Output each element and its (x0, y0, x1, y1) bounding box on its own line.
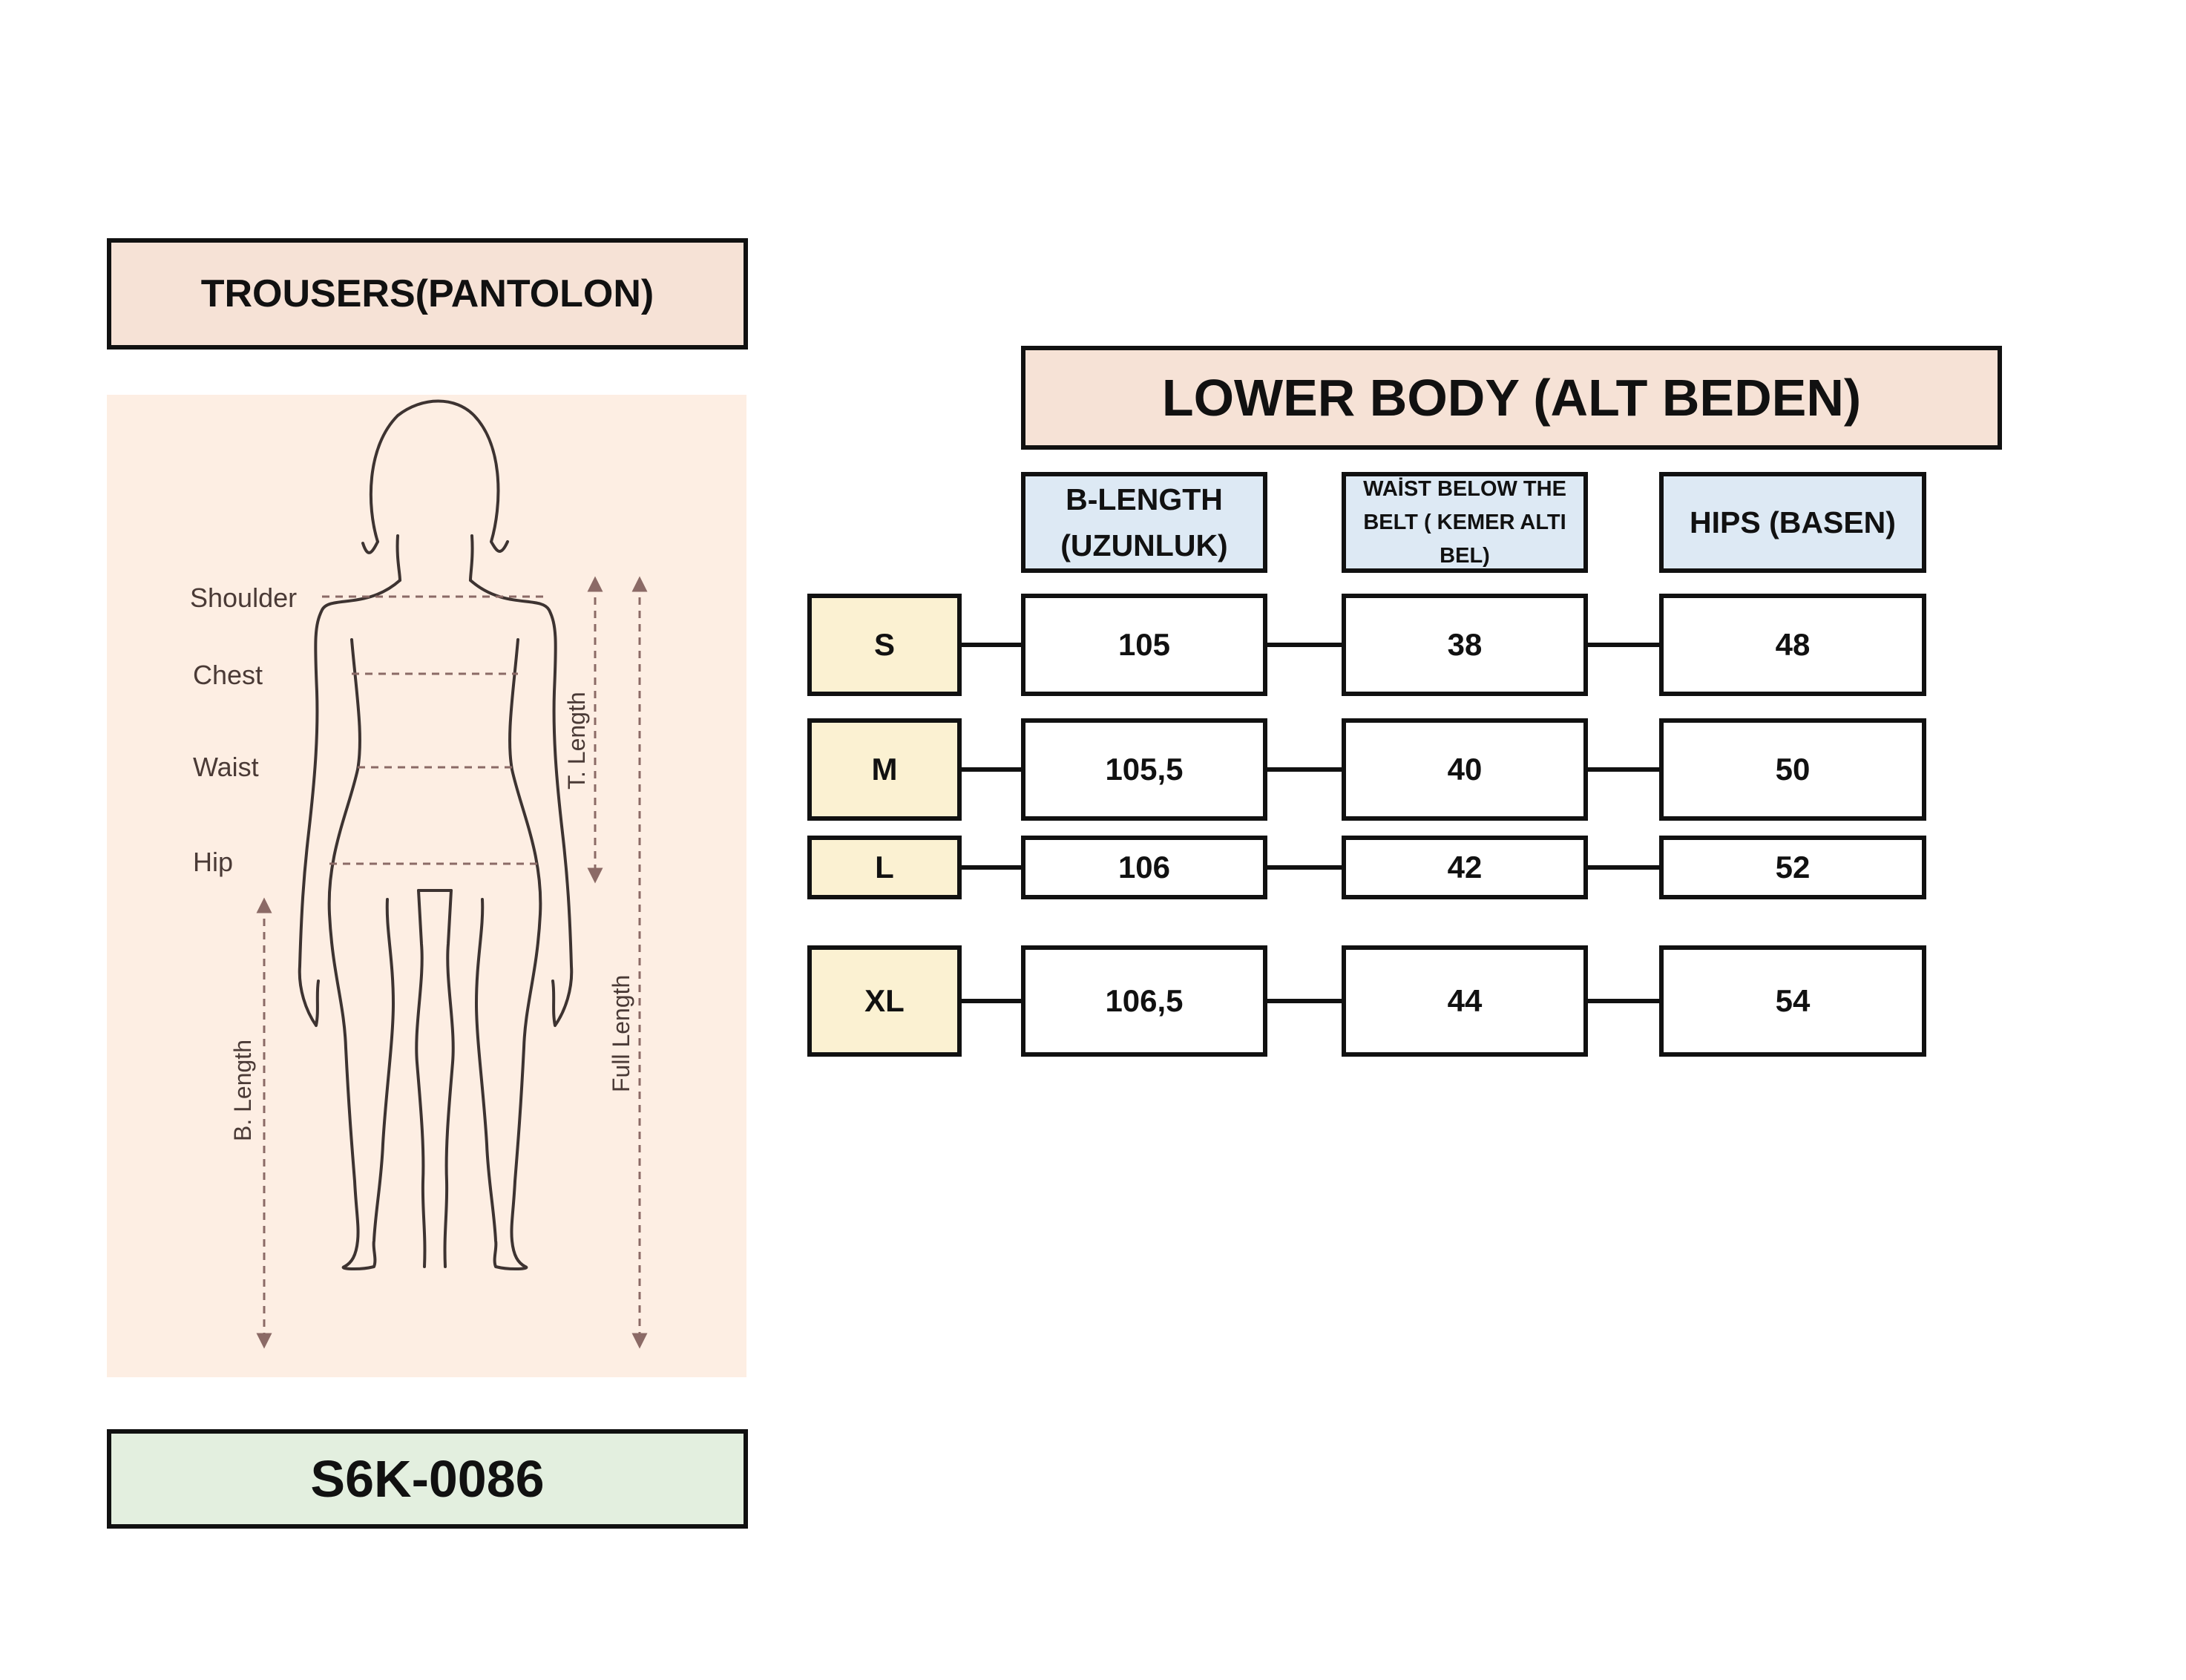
size-label-text: XL (864, 983, 905, 1018)
column-header-hips: HIPS (BASEN) (1659, 472, 1926, 573)
size-label-xl: XL (807, 945, 962, 1057)
cell-value: 106,5 (1105, 983, 1184, 1018)
cell-value: 54 (1775, 983, 1811, 1018)
shoulder-label: Shoulder (190, 583, 297, 613)
garment-title: TROUSERS(PANTOLON) (107, 238, 748, 350)
size-label-l: L (807, 836, 962, 899)
row-connector (962, 767, 1021, 772)
column-header-label: HIPS (BASEN) (1690, 505, 1896, 539)
cell-value: 105,5 (1105, 752, 1184, 787)
cell-value: 44 (1447, 983, 1483, 1018)
size-label-text: S (873, 627, 895, 662)
t-length-label: T. Length (563, 692, 590, 790)
body-silhouette-illustration: Shoulder Chest Waist Hip T. Length Full … (190, 399, 648, 1349)
row-connector (962, 999, 1021, 1003)
cell-value: 40 (1447, 752, 1483, 787)
b-length-label: B. Length (229, 1040, 256, 1141)
cell-value: 105 (1117, 627, 1171, 662)
column-header-b-length: B-LENGTH (UZUNLUK) (1021, 472, 1267, 573)
cell-m-b-length: 105,5 (1021, 718, 1267, 821)
size-label-m: M (807, 718, 962, 821)
waist-label: Waist (193, 752, 259, 782)
size-table-title-text: LOWER BODY (ALT BEDEN) (1161, 369, 1862, 427)
product-code-text: S6K-0086 (310, 1450, 545, 1508)
row-connector (1588, 865, 1659, 870)
column-header-label: B-LENGTH (UZUNLUK) (1060, 482, 1228, 562)
body-measurement-figure: Shoulder Chest Waist Hip T. Length Full … (107, 395, 746, 1377)
product-code: S6K-0086 (107, 1429, 748, 1529)
cell-s-waist: 38 (1342, 594, 1588, 696)
size-label-text: L (875, 850, 894, 885)
row-connector (1588, 999, 1659, 1003)
row-connector (1588, 767, 1659, 772)
size-table-title: LOWER BODY (ALT BEDEN) (1021, 346, 2002, 450)
row-connector (962, 865, 1021, 870)
row-connector (1267, 865, 1342, 870)
size-label-text: M (871, 752, 898, 787)
cell-value: 50 (1775, 752, 1811, 787)
measurement-guides (256, 576, 648, 1349)
cell-m-hips: 50 (1659, 718, 1926, 821)
size-label-s: S (807, 594, 962, 696)
cell-s-b-length: 105 (1021, 594, 1267, 696)
cell-xl-waist: 44 (1342, 945, 1588, 1057)
row-connector (1588, 643, 1659, 647)
row-connector (1267, 643, 1342, 647)
row-connector (1267, 999, 1342, 1003)
column-header-label: WAİST BELOW THE BELT ( KEMER ALTI BEL) (1363, 476, 1566, 568)
garment-title-text: TROUSERS(PANTOLON) (200, 272, 654, 315)
full-length-label: Full Length (608, 975, 634, 1092)
cell-xl-b-length: 106,5 (1021, 945, 1267, 1057)
row-connector (1267, 767, 1342, 772)
cell-l-hips: 52 (1659, 836, 1926, 899)
woman-silhouette-icon (298, 399, 574, 1270)
column-header-waist: WAİST BELOW THE BELT ( KEMER ALTI BEL) (1342, 472, 1588, 573)
cell-value: 42 (1447, 850, 1483, 885)
chest-label: Chest (193, 660, 263, 690)
cell-value: 38 (1447, 627, 1483, 662)
hip-label: Hip (193, 847, 233, 877)
cell-value: 48 (1775, 627, 1811, 662)
cell-xl-hips: 54 (1659, 945, 1926, 1057)
row-connector (962, 643, 1021, 647)
cell-l-b-length: 106 (1021, 836, 1267, 899)
cell-m-waist: 40 (1342, 718, 1588, 821)
cell-value: 106 (1117, 850, 1171, 885)
cell-value: 52 (1775, 850, 1811, 885)
cell-s-hips: 48 (1659, 594, 1926, 696)
cell-l-waist: 42 (1342, 836, 1588, 899)
